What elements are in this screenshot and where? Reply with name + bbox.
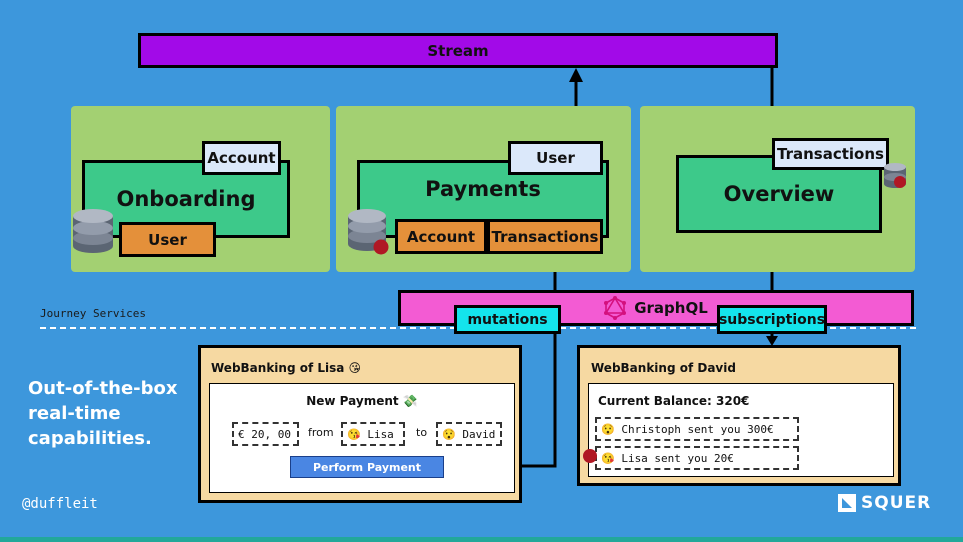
graphql-label: GraphQL (634, 299, 708, 317)
onboarding-tag-account: Account (202, 141, 281, 175)
transaction-item: 😘 Lisa sent you 20€ (595, 446, 799, 470)
graphql-subscriptions-tag: subscriptions (717, 305, 827, 334)
to-field[interactable]: 😯 David (436, 422, 502, 446)
panel-lisa-body: New Payment 💸 € 20, 00 from 😘 Lisa to 😯 … (209, 383, 515, 493)
from-label: from (308, 426, 334, 439)
service-payments-title: Payments (425, 177, 541, 201)
graphql-logo-icon (604, 296, 627, 320)
stream-bar: Stream (138, 33, 778, 68)
panel-david-body: Current Balance: 320€ 😯 Christoph sent y… (588, 383, 894, 477)
onboarding-tag-user: User (119, 222, 216, 257)
payments-tag-account: Account (395, 219, 487, 254)
tagline: Out-of-the-box real-time capabilities. (28, 378, 178, 449)
from-field[interactable]: 😘 Lisa (341, 422, 405, 446)
current-balance: Current Balance: 320€ (598, 394, 750, 408)
payments-tag-transactions: Transactions (487, 219, 603, 254)
journey-services-label: Journey Services (40, 307, 146, 320)
perform-payment-button[interactable]: Perform Payment (290, 456, 444, 478)
squer-logo-icon (838, 494, 856, 512)
author-handle: @duffleit (22, 496, 98, 512)
panel-webbanking-lisa: WebBanking of Lisa 😘 New Payment 💸 € 20,… (198, 345, 522, 503)
squer-brand: SQUER (838, 493, 931, 513)
database-icon (884, 163, 906, 188)
to-label: to (416, 426, 428, 439)
service-overview-title: Overview (723, 182, 835, 206)
new-payment-heading: New Payment 💸 (306, 394, 418, 408)
service-onboarding-title: Onboarding (116, 187, 256, 211)
stream-label: Stream (427, 41, 489, 60)
panel-lisa-title: WebBanking of Lisa 😘 (211, 361, 362, 375)
graphql-mutations-tag: mutations (454, 305, 561, 334)
bottom-accent-strip (0, 537, 963, 542)
database-icon (73, 209, 113, 253)
amount-field[interactable]: € 20, 00 (232, 422, 299, 446)
transaction-item: 😯 Christoph sent you 300€ (595, 417, 799, 441)
new-event-dot-icon (583, 449, 597, 463)
panel-david-title: WebBanking of David (591, 361, 736, 375)
payments-tag-user: User (508, 141, 603, 175)
database-icon (348, 209, 389, 255)
overview-tag-transactions: Transactions (772, 138, 889, 170)
panel-webbanking-david: WebBanking of David Current Balance: 320… (577, 345, 901, 486)
